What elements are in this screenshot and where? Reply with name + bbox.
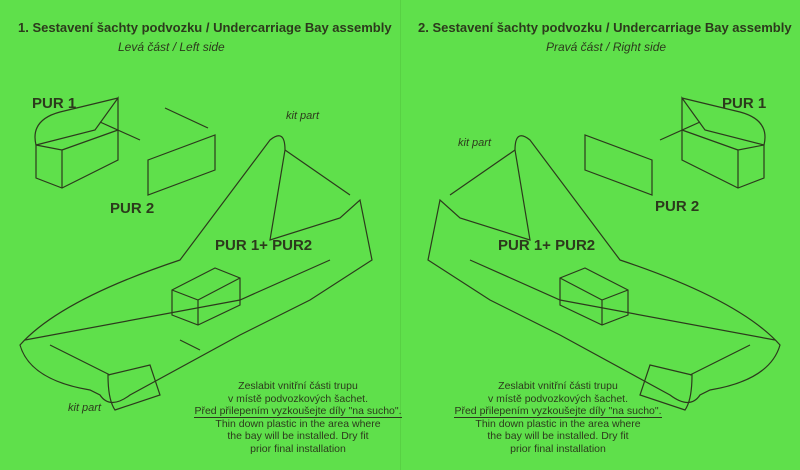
left-fuselage xyxy=(19,135,373,404)
left-wheelwell-kit xyxy=(107,364,161,411)
note-cz-3: Před přilepením vyzkoušejte díly "na suc… xyxy=(194,405,402,418)
right-pur2-label: PUR 2 xyxy=(655,198,700,215)
note-en-2: the bay will be installed. Dry fit xyxy=(487,430,629,442)
left-arrows xyxy=(49,121,351,376)
right-title: 2. Sestavení šachty podvozku / Undercarr… xyxy=(418,20,792,35)
left-pur1-label: PUR 1 xyxy=(32,95,77,112)
right-bay-part-pur1 xyxy=(427,96,781,411)
note-cz-1: Zeslabit vnitřní části trupu xyxy=(238,380,358,392)
page-fold xyxy=(400,0,401,470)
left-box-pur12 xyxy=(171,267,241,326)
left-note: Zeslabit vnitřní části trupu v místě pod… xyxy=(178,380,418,455)
note-en-3: prior final installation xyxy=(250,442,346,455)
note-en-1: Thin down plastic in the area where xyxy=(215,417,381,430)
right-subtitle: Pravá část / Right side xyxy=(546,40,667,54)
note-en-1: Thin down plastic in the area where xyxy=(475,417,641,430)
note-en-3: prior final installation xyxy=(510,442,606,455)
note-cz-1: Zeslabit vnitřní části trupu xyxy=(498,380,618,392)
note-cz-2: v místě podvozkových šachet. xyxy=(487,392,629,405)
left-pur2-plate xyxy=(147,107,216,196)
right-kit-part-top: kit part xyxy=(458,137,492,149)
left-kit-part-top: kit part xyxy=(286,110,320,122)
right-pur1-label: PUR 1 xyxy=(722,95,767,112)
note-en-2: the bay will be installed. Dry fit xyxy=(227,430,369,442)
note-cz-2: v místě podvozkových šachet. xyxy=(227,392,369,405)
left-pur2-label: PUR 2 xyxy=(110,200,155,217)
right-pur12-label: PUR 1+ PUR2 xyxy=(498,237,596,254)
left-pur12-label: PUR 1+ PUR2 xyxy=(215,237,313,254)
left-kit-part-bottom: kit part xyxy=(68,402,102,414)
right-note: Zeslabit vnitřní části trupu v místě pod… xyxy=(438,380,678,455)
note-cz-3: Před přilepením vyzkoušejte díly "na suc… xyxy=(454,405,662,418)
left-bay-part-pur1 xyxy=(34,96,119,189)
left-subtitle: Levá část / Left side xyxy=(118,40,225,54)
left-title: 1. Sestavení šachty podvozku / Undercarr… xyxy=(18,20,392,35)
